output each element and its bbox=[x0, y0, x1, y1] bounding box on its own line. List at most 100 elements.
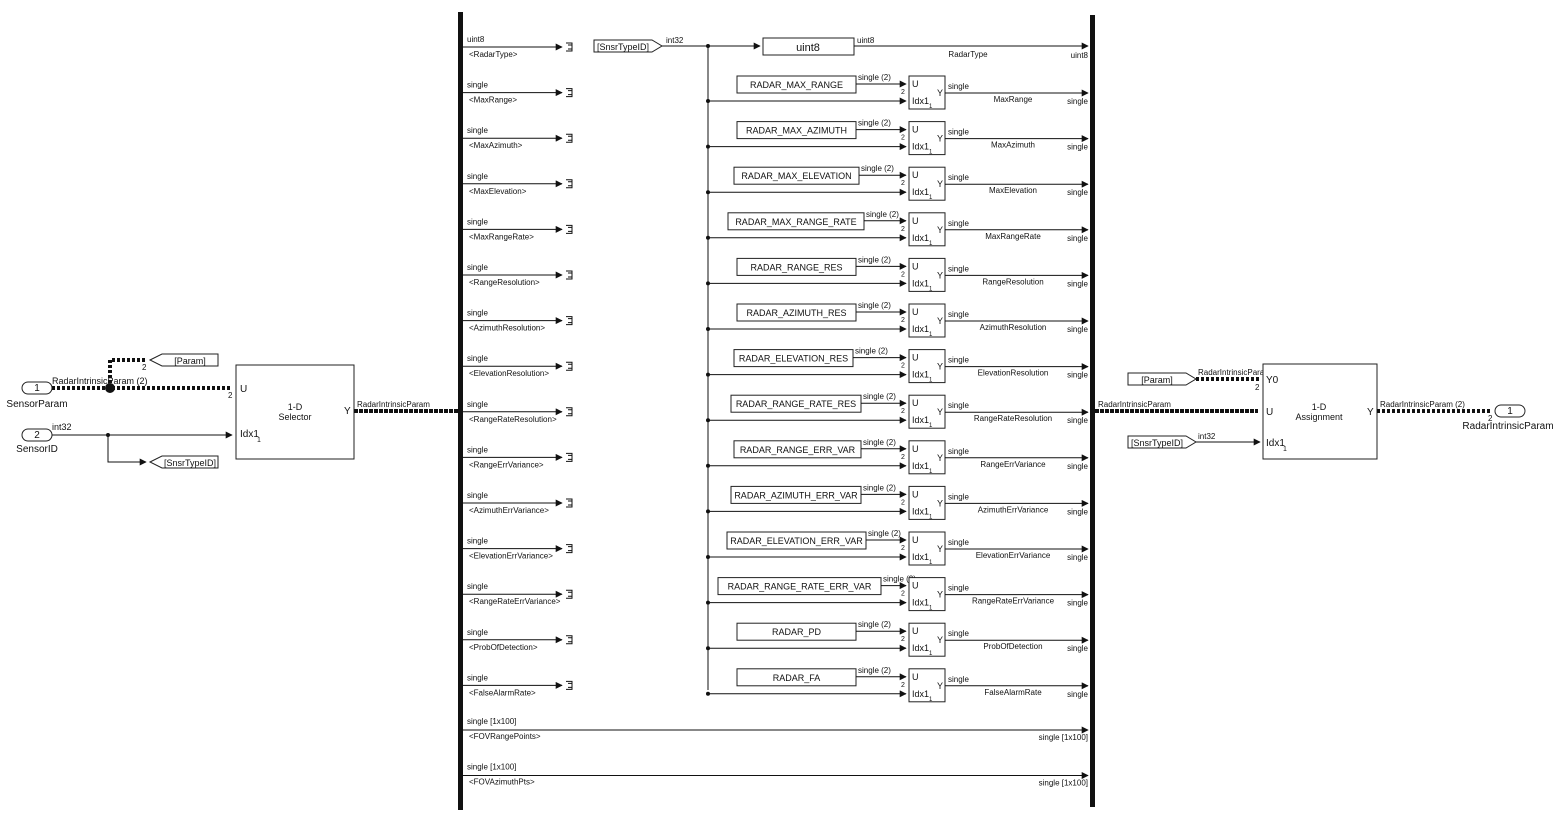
row-selector-idx: Idx1 bbox=[912, 370, 929, 380]
constant-block[interactable]: RADAR_AZIMUTH_ERR_VAR bbox=[730, 485, 862, 504]
terminator-icon bbox=[566, 680, 573, 690]
inport-sensor-param[interactable]: 1 bbox=[21, 381, 53, 395]
row-selector-idx-sub: 1 bbox=[929, 150, 933, 156]
row-selector-y: Y bbox=[937, 362, 943, 372]
from-snsr-type-tag[interactable]: [SnsrTypeID] bbox=[593, 39, 663, 53]
constant-out-type: single (2) bbox=[863, 483, 896, 492]
row-out-type: single bbox=[948, 629, 969, 638]
row-out-name: MaxAzimuth bbox=[991, 141, 1035, 150]
snsr-idx-label: int32 bbox=[1198, 432, 1216, 441]
constant-label: RADAR_AZIMUTH_ERR_VAR bbox=[734, 490, 858, 500]
bus-output-type: single bbox=[467, 172, 488, 181]
constant-block[interactable]: RADAR_ELEVATION_ERR_VAR bbox=[726, 531, 867, 550]
constant-block[interactable]: RADAR_RANGE_RATE_ERR_VAR bbox=[717, 577, 882, 596]
bus-output-5: single <RangeResolution> bbox=[463, 263, 573, 287]
bus-creator-output-label: RadarIntrinsicParam bbox=[1098, 400, 1171, 409]
bus-output-name: <ElevationErrVariance> bbox=[469, 552, 553, 561]
constant-block[interactable]: RADAR_AZIMUTH_RES bbox=[736, 303, 857, 322]
terminator-icon bbox=[566, 361, 573, 371]
constant-block[interactable]: RADAR_FA bbox=[736, 668, 857, 687]
row-selector-y: Y bbox=[937, 681, 943, 691]
row-selector-y: Y bbox=[937, 453, 943, 463]
terminator-icon bbox=[566, 224, 573, 234]
from-snsr-type-tag-right[interactable]: [SnsrTypeID] bbox=[1127, 435, 1197, 449]
goto-snsr-type-tag[interactable]: [SnsrTypeID] bbox=[148, 455, 219, 469]
row-selector-u: U bbox=[912, 581, 919, 591]
uint8-convert-block[interactable]: uint8 bbox=[762, 37, 855, 56]
selector-u-dim: 2 bbox=[228, 391, 233, 400]
outport-radar-intrinsic-param[interactable]: 1 bbox=[1494, 404, 1526, 418]
constant-block[interactable]: RADAR_RANGE_RATE_RES bbox=[730, 394, 862, 413]
constant-block[interactable]: RADAR_MAX_RANGE_RATE bbox=[727, 212, 865, 231]
bus-output-name: <RangeResolution> bbox=[469, 278, 540, 287]
bus-output-name: <MaxRangeRate> bbox=[469, 232, 534, 241]
terminator-icon bbox=[566, 544, 573, 554]
sensor-id-signal-label: int32 bbox=[52, 422, 72, 432]
constant-block[interactable]: RADAR_MAX_AZIMUTH bbox=[736, 121, 857, 140]
bus-output-name: <FalseAlarmRate> bbox=[469, 688, 536, 697]
terminator-icon bbox=[566, 452, 573, 462]
bus-creator-bar[interactable] bbox=[1090, 15, 1095, 807]
row-selector-u: U bbox=[912, 672, 919, 682]
constant-out-type: single (2) bbox=[863, 392, 896, 401]
row-out-type: single bbox=[948, 492, 969, 501]
svg-text:1-D: 1-D bbox=[288, 402, 303, 412]
constant-label: RADAR_ELEVATION_RES bbox=[739, 354, 848, 364]
constant-block[interactable]: RADAR_RANGE_RES bbox=[736, 257, 857, 276]
bus-output-type: single bbox=[467, 217, 488, 226]
bus-output-type: single bbox=[467, 582, 488, 591]
constant-block[interactable]: RADAR_RANGE_ERR_VAR bbox=[733, 440, 862, 459]
bus-output-name: <MaxRange> bbox=[469, 96, 517, 105]
inport-sensor-id[interactable]: 2 bbox=[21, 428, 53, 442]
row-out-type2: single bbox=[1067, 690, 1088, 699]
bus-output-1: single<MaxRange> bbox=[463, 81, 573, 105]
constant-block[interactable]: RADAR_MAX_ELEVATION bbox=[733, 166, 860, 185]
row-selector-idx-sub: 1 bbox=[929, 332, 933, 338]
radar-type-out-label: RadarType bbox=[948, 50, 988, 59]
row-out-type: single bbox=[948, 356, 969, 365]
from-param-tag[interactable]: [Param] bbox=[1127, 372, 1197, 386]
row-selector-idx: Idx1 bbox=[912, 643, 929, 653]
goto-param-tag[interactable]: [Param] bbox=[148, 353, 219, 367]
inport-sensor-id-label: SensorID bbox=[16, 444, 58, 455]
constant-block[interactable]: RADAR_ELEVATION_RES bbox=[733, 349, 854, 368]
row-out-name: MaxElevation bbox=[989, 186, 1037, 195]
row-out-type: single bbox=[948, 401, 969, 410]
row-selector-u: U bbox=[912, 261, 919, 271]
row-out-type2: single bbox=[1067, 188, 1088, 197]
constant-block[interactable]: RADAR_MAX_RANGE bbox=[736, 75, 857, 94]
row-selector-u: U bbox=[912, 216, 919, 226]
bus-output-type: single bbox=[467, 263, 488, 272]
row-selector-idx: Idx1 bbox=[912, 689, 929, 699]
constant-label: RADAR_MAX_AZIMUTH bbox=[746, 126, 847, 136]
row-out-name: ProbOfDetection bbox=[983, 642, 1042, 651]
selector-block[interactable]: U Idx1 1 Y 1-D Selector bbox=[235, 364, 355, 460]
row-selector-u: U bbox=[912, 535, 919, 545]
row-selector-idx-sub: 1 bbox=[929, 423, 933, 429]
row-selector-u: U bbox=[912, 307, 919, 317]
constant-out-type: single (2) bbox=[858, 119, 891, 128]
row-selector-dim: 2 bbox=[901, 135, 905, 142]
assignment-block[interactable]: Y0 U Idx1 1 Y 1-D Assignment bbox=[1262, 363, 1378, 460]
bus-output-name: <RangeErrVariance> bbox=[469, 460, 544, 469]
constant-block[interactable]: RADAR_PD bbox=[736, 622, 857, 641]
bus-selector-bar[interactable] bbox=[458, 12, 463, 810]
bus-output-type: single bbox=[467, 309, 488, 318]
